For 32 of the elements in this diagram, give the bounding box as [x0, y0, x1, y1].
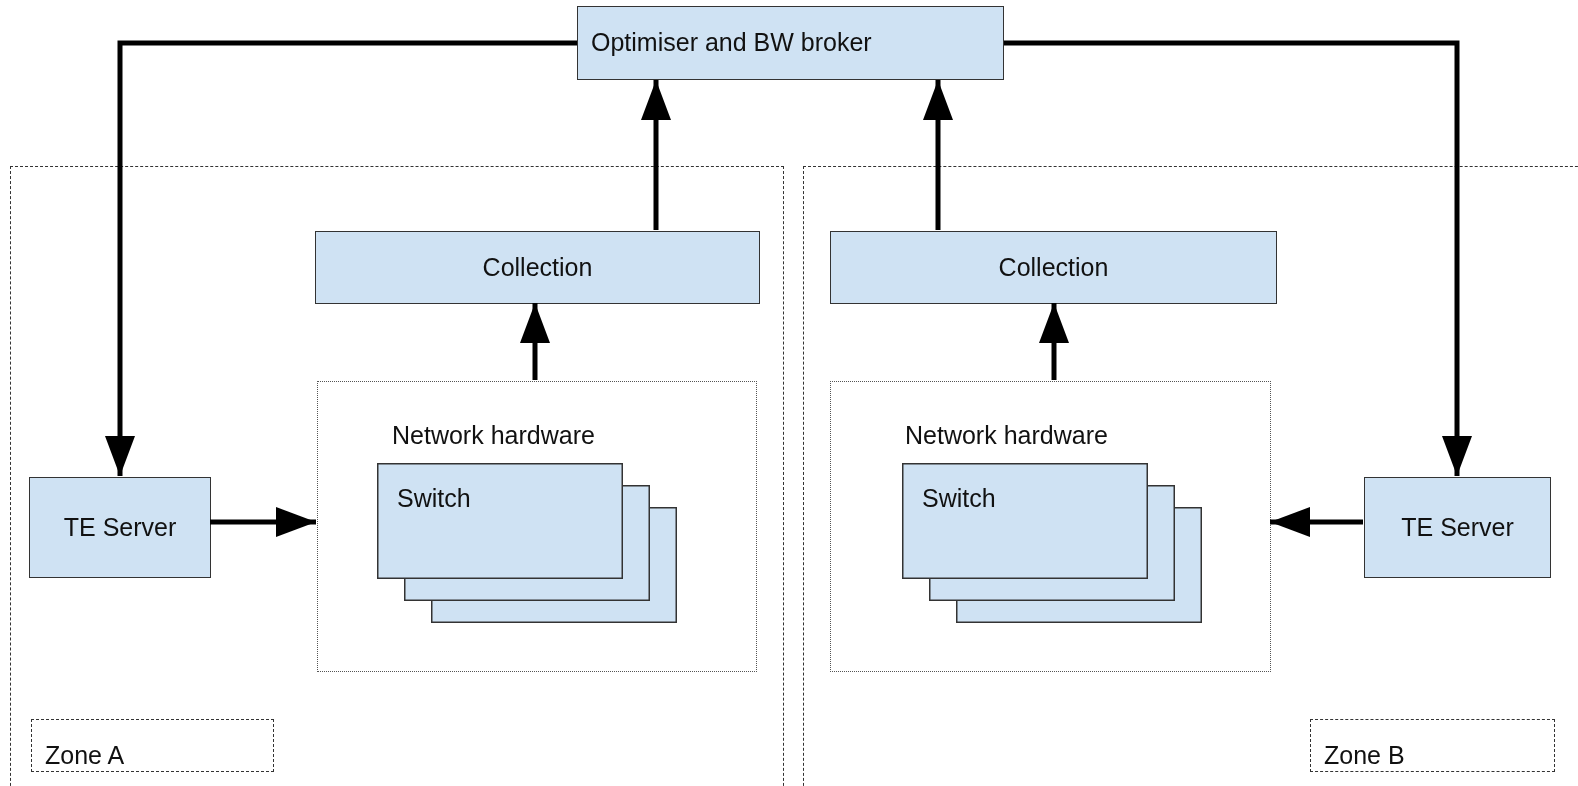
- box-label: TE Server: [1401, 513, 1514, 542]
- arrow: [520, 303, 550, 380]
- zone-label-box: [1310, 719, 1555, 772]
- zone-label: Zone A: [45, 741, 125, 769]
- arrow: [1270, 507, 1363, 537]
- switch-stack: [377, 463, 677, 623]
- group-title: Network hardware: [392, 422, 595, 450]
- switch-stack: [902, 463, 1202, 623]
- process-box: [830, 231, 1277, 304]
- box-label: Switch: [397, 485, 471, 513]
- box-label: Switch: [922, 485, 996, 513]
- group-title: Network hardware: [905, 422, 1108, 450]
- arrow: [210, 507, 316, 537]
- zone-container: [10, 166, 784, 786]
- zone-container: [803, 166, 1578, 786]
- arrow: [641, 80, 671, 230]
- process-box: [1364, 477, 1551, 578]
- zone-label: Zone B: [1324, 741, 1405, 769]
- zone-label-box: [31, 719, 274, 772]
- arrow: [923, 80, 953, 230]
- box-label: TE Server: [63, 513, 177, 542]
- box-label: Collection: [998, 253, 1109, 282]
- arrow: [1039, 303, 1069, 380]
- box-label: Optimiser and BW broker: [591, 29, 872, 57]
- process-box: [577, 6, 1004, 80]
- group-box: [317, 381, 757, 672]
- process-box: [315, 231, 760, 304]
- arrow: [105, 40, 577, 476]
- arrow: [1004, 40, 1472, 476]
- box-label: Collection: [482, 253, 593, 282]
- group-box: [830, 381, 1271, 672]
- process-box: [29, 477, 211, 578]
